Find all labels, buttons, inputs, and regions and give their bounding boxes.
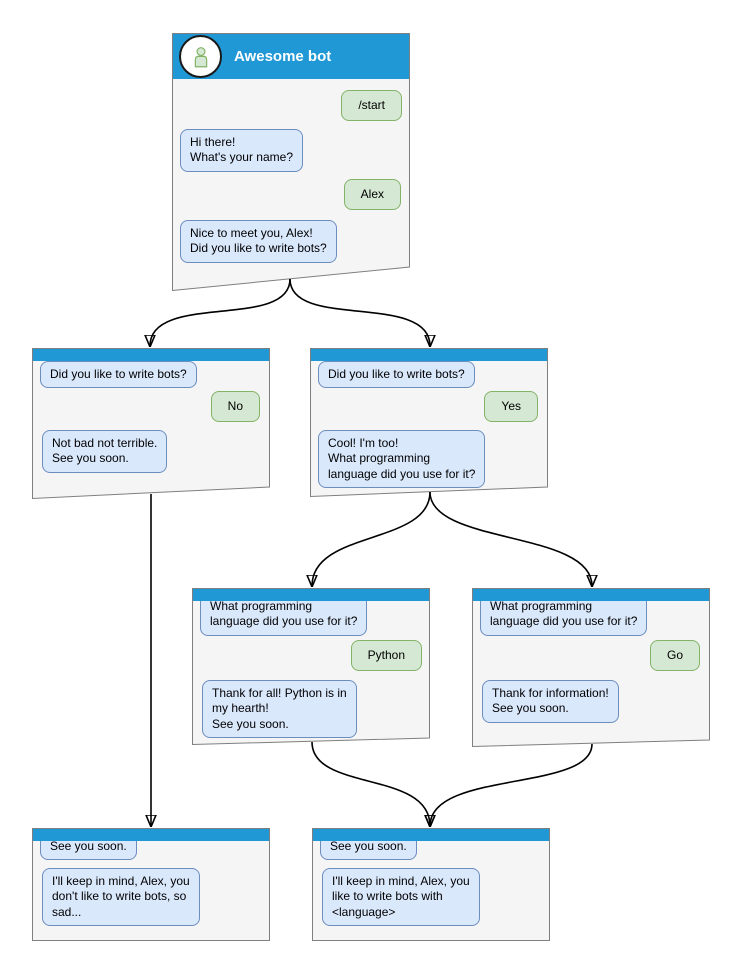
chat-window-go-branch: What programming language did you use fo…	[472, 588, 710, 748]
chat-window-end-no: See you soon. I'll keep in mind, Alex, y…	[32, 828, 270, 941]
user-message-name: Alex	[343, 179, 401, 211]
chat-window-no-branch: Did you like to write bots? No Not bad n…	[32, 348, 270, 500]
titlebar	[473, 589, 709, 601]
bot-message-question: Did you like to write bots?	[40, 361, 197, 389]
arrow-python-to-end	[311, 741, 430, 826]
arrow-go-to-end	[430, 743, 593, 826]
chat-window-yes-branch: Did you like to write bots? Yes Cool! I'…	[310, 348, 548, 498]
bot-message-reply: Thank for all! Python is in my hearth! S…	[202, 680, 357, 739]
bot-message-reply: Thank for information! See you soon.	[482, 680, 619, 723]
chat-window-end-yes: See you soon. I'll keep in mind, Alex, y…	[312, 828, 550, 941]
bot-avatar	[179, 35, 222, 78]
chat-window-main: Awesome bot /start Hi there! What's your…	[172, 33, 410, 291]
arrow-yes-to-go	[429, 491, 592, 586]
user-message-answer: Python	[350, 640, 422, 672]
bot-message-greeting: Hi there! What's your name?	[180, 129, 304, 172]
titlebar	[313, 829, 549, 841]
user-message-answer: Yes	[484, 391, 538, 423]
titlebar	[193, 589, 429, 601]
titlebar	[33, 349, 269, 361]
user-message-answer: Go	[649, 640, 700, 672]
user-message-answer: No	[210, 391, 260, 423]
arrow-yes-to-python	[312, 491, 431, 586]
bot-message-reply: I'll keep in mind, Alex, you don't like …	[42, 868, 200, 927]
user-message-start: /start	[341, 90, 402, 122]
bot-message-question: Did you like to write bots?	[318, 361, 475, 389]
titlebar	[33, 829, 269, 841]
titlebar	[311, 349, 547, 361]
chat-window-python-branch: What programming language did you use fo…	[192, 588, 430, 746]
titlebar: Awesome bot	[173, 34, 409, 79]
person-icon	[194, 46, 207, 67]
bot-message-nice-to-meet: Nice to meet you, Alex! Did you like to …	[180, 220, 337, 263]
bot-title: Awesome bot	[234, 48, 332, 65]
bot-message-reply: Not bad not terrible. See you soon.	[42, 430, 168, 473]
bot-message-reply: Cool! I'm too! What programming language…	[318, 430, 486, 489]
bot-message-reply: I'll keep in mind, Alex, you like to wri…	[322, 868, 480, 927]
